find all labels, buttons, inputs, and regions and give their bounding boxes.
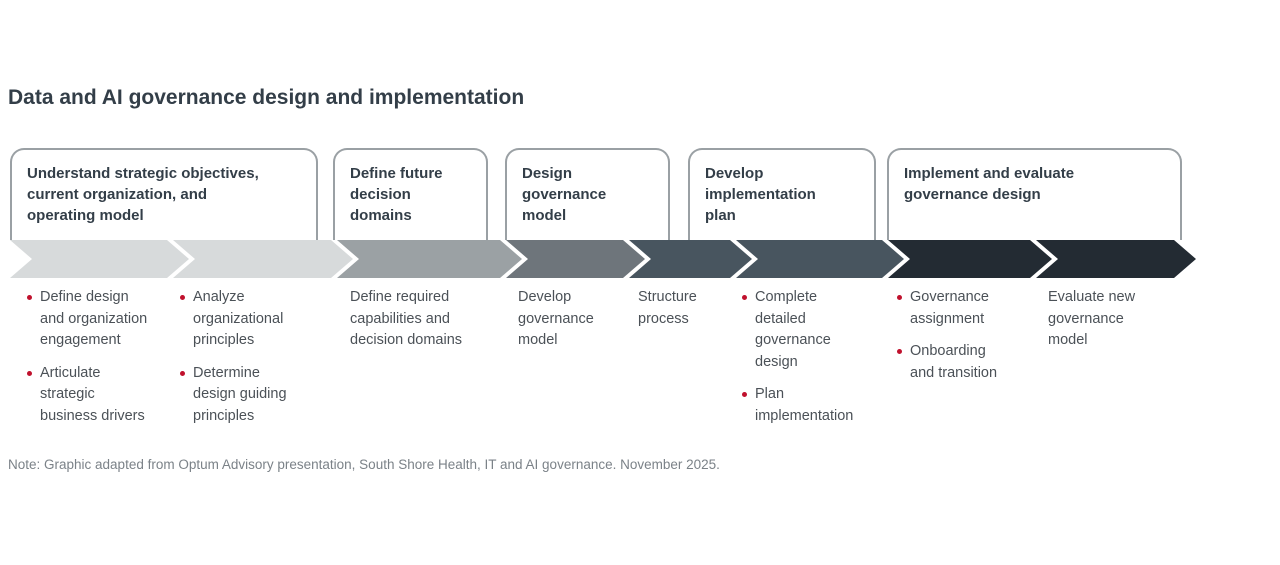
stage-title: Design governance model — [522, 165, 607, 224]
list-item: Complete detailed governance design — [742, 287, 870, 373]
list-item-text: Plan implementation — [755, 386, 854, 424]
stage-title: Define future decision domains — [350, 165, 443, 224]
list-item: Develop governance model — [518, 287, 628, 352]
list-item-text: Governance assignment — [910, 289, 989, 327]
list-item: Determine design guiding principles — [180, 363, 320, 428]
source-note: Note: Graphic adapted from Optum Advisor… — [8, 457, 720, 472]
stage-box-design-model: Design governance model — [505, 148, 670, 240]
list-item: Plan implementation — [742, 384, 870, 427]
list-item: Governance assignment — [897, 287, 1027, 330]
stage-box-implement: Implement and evaluate governance design — [887, 148, 1182, 240]
chevron-arrow-2 — [173, 240, 353, 278]
bullet-icon — [897, 349, 902, 354]
bullet-column-6: Complete detailed governance design Plan… — [742, 287, 870, 427]
process-chevron-band — [10, 240, 1196, 278]
chevron-arrow-6 — [736, 240, 904, 278]
list-item-text: Complete detailed governance design — [755, 289, 831, 370]
bullet-column-4: Develop governance model — [518, 287, 628, 352]
page-title: Data and AI governance design and implem… — [8, 86, 525, 109]
list-item: Define design and organization engagemen… — [27, 287, 175, 352]
bullet-icon — [897, 295, 902, 300]
list-item-text: Define required capabilities and decisio… — [350, 289, 463, 348]
list-item: Articulate strategic business drivers — [27, 363, 175, 428]
bullet-column-5: Structure process — [638, 287, 728, 330]
list-item-text: Structure process — [638, 289, 697, 327]
stage-box-understand: Understand strategic objectives, current… — [10, 148, 318, 240]
stage-title: Develop implementation plan — [705, 165, 816, 224]
list-item-text: Onboarding and transition — [910, 343, 998, 381]
list-item-text: Determine design guiding principles — [193, 364, 287, 424]
chevron-arrow-7 — [888, 240, 1052, 278]
bullet-column-8: Evaluate new governance model — [1048, 287, 1168, 352]
chevron-arrow-4 — [506, 240, 645, 278]
list-item-text: Articulate strategic business drivers — [40, 364, 145, 424]
stage-title: Understand strategic objectives, current… — [27, 165, 259, 224]
chevron-arrow-1 — [10, 240, 189, 278]
chevron-arrow-8 — [1036, 240, 1196, 278]
chevron-arrow-3 — [337, 240, 522, 278]
list-item: Evaluate new governance model — [1048, 287, 1168, 352]
list-item: Onboarding and transition — [897, 341, 1027, 384]
chevron-arrow-5 — [629, 240, 752, 278]
bullet-column-1: Define design and organization engagemen… — [27, 287, 175, 427]
bullet-icon — [27, 295, 32, 300]
stage-box-develop-plan: Develop implementation plan — [688, 148, 876, 240]
list-item-text: Develop governance model — [518, 289, 594, 348]
bullet-icon — [27, 370, 32, 376]
list-item: Analyze organizational principles — [180, 287, 320, 352]
list-item-text: Evaluate new governance model — [1048, 289, 1136, 348]
bullet-icon — [180, 295, 185, 300]
bullet-column-2: Analyze organizational principles Determ… — [180, 287, 320, 427]
list-item: Structure process — [638, 287, 728, 330]
bullet-icon — [742, 392, 747, 397]
stage-box-define-domains: Define future decision domains — [333, 148, 488, 240]
bullet-icon — [180, 370, 185, 376]
list-item: Define required capabilities and decisio… — [350, 287, 500, 352]
list-item-text: Define design and organization engagemen… — [40, 289, 148, 348]
bullet-column-3: Define required capabilities and decisio… — [350, 287, 500, 352]
bullet-icon — [742, 295, 747, 300]
bullet-column-7: Governance assignment Onboarding and tra… — [897, 287, 1027, 384]
list-item-text: Analyze organizational principles — [193, 289, 284, 348]
stage-title: Implement and evaluate governance design — [904, 165, 1075, 203]
